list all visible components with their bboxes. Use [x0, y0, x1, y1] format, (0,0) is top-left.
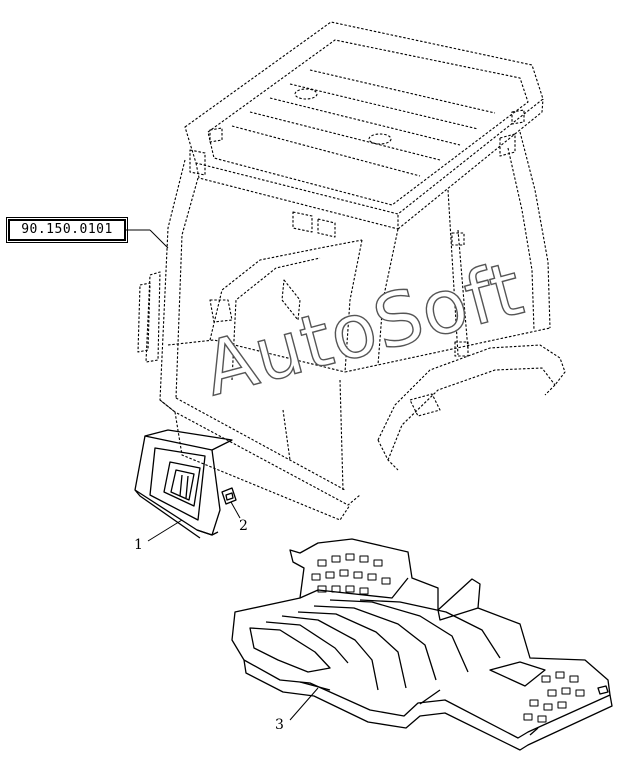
part-1-console-panel [134, 429, 233, 539]
leader-callout-3 [289, 687, 319, 721]
cab-roof [184, 21, 544, 238]
reference-code-box: 90.150.0101 [6, 217, 128, 243]
leader-callout-1 [147, 519, 183, 542]
leader-callout-2 [230, 501, 241, 519]
leader-ref-box-angled [149, 229, 169, 249]
callout-1: 1 [134, 537, 143, 553]
part-2-clip [221, 487, 237, 505]
part-3-mat-cleats [311, 553, 585, 723]
callout-3: 3 [275, 717, 284, 733]
callout-2: 2 [239, 518, 248, 534]
rear-fender [377, 344, 566, 471]
cab-frame [137, 131, 551, 521]
part-3-floor-mat [231, 538, 613, 751]
